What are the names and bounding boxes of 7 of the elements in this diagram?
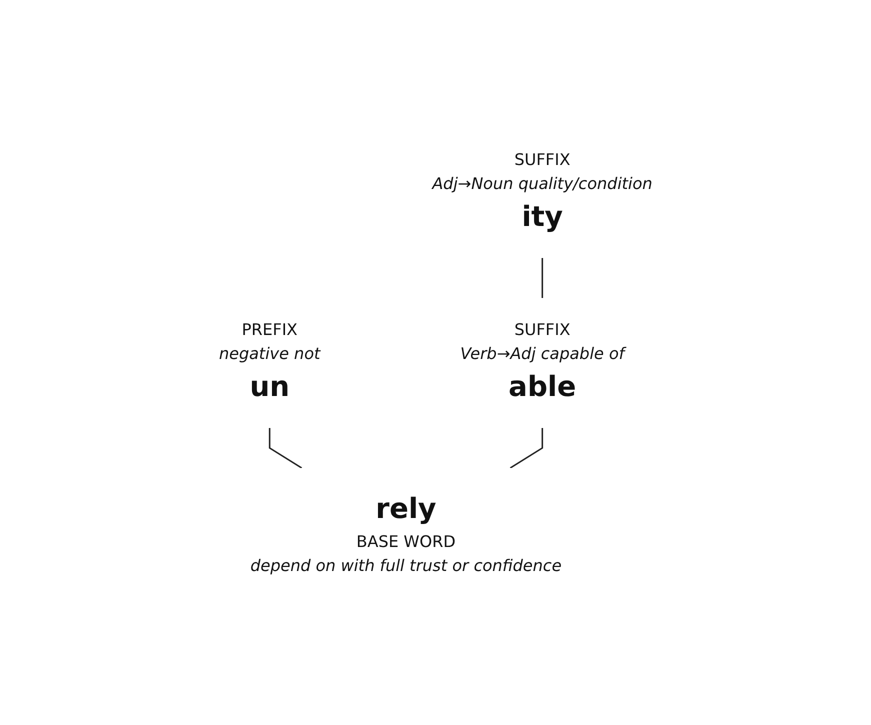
node-text: SUFFIX Adj→Noun quality/condition ity <box>432 150 652 232</box>
connector <box>541 258 543 298</box>
connector <box>510 428 543 468</box>
node-text: SUFFIX Verb→Adj capable of able <box>460 319 624 402</box>
connector <box>268 428 302 468</box>
node-text: PREFIX negative not un <box>218 319 320 402</box>
node-text: rely BASE WORD depend on with full trust or confidence <box>250 491 562 574</box>
